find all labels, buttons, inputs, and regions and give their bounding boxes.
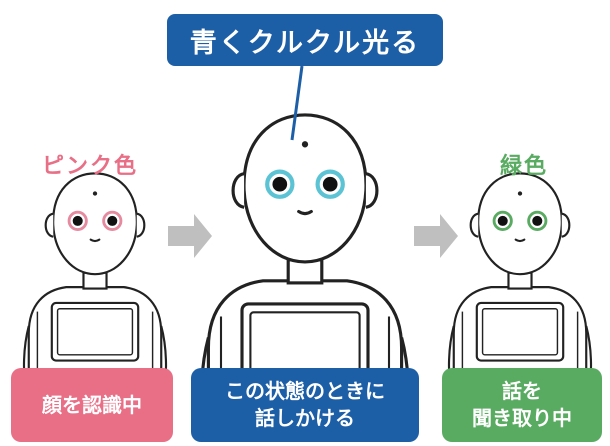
- center-status-box: この状態のときに 話しかける: [191, 368, 419, 442]
- callout-pointer: [290, 65, 304, 141]
- callout-box: 青くクルクル光る: [167, 14, 443, 66]
- robot-right: [447, 172, 593, 392]
- left-status-box: 顔を認識中: [11, 368, 173, 442]
- arrow-left-to-center: [168, 214, 212, 258]
- robot-left: [22, 172, 168, 392]
- robot-center: [199, 113, 411, 434]
- arrow-center-to-right: [414, 214, 458, 258]
- right-status-box: 話を 聞き取り中: [442, 368, 602, 442]
- left-title: ピンク色: [42, 154, 139, 179]
- right-title: 緑色: [500, 154, 549, 179]
- callout-text: 青くクルクル光る: [189, 27, 421, 59]
- center-status-line2: 話しかける: [255, 406, 355, 430]
- left-status-line1: 顔を認識中: [42, 392, 142, 417]
- right-status-line2: 聞き取り中: [472, 406, 572, 430]
- right-status-line1: 話を: [502, 379, 542, 403]
- center-status-line1: この状態のときに: [225, 379, 385, 403]
